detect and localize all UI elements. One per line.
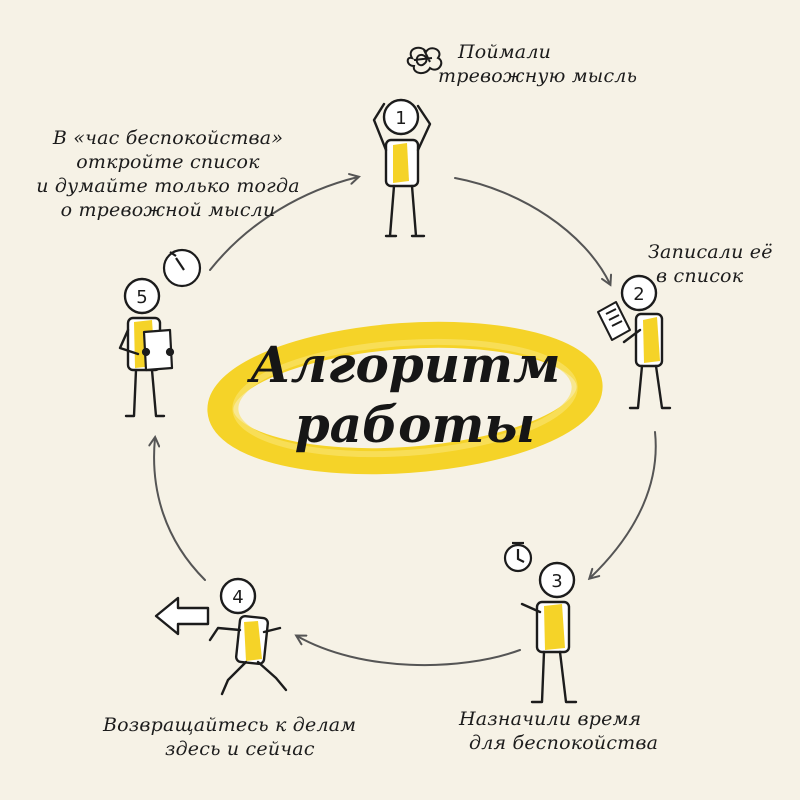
- step-5-caption-line: В «час беспокойства»: [52, 127, 284, 149]
- step-1-caption: Поймали тревожную мысль: [438, 40, 637, 88]
- step-3-caption-line: для беспокойства: [469, 732, 659, 754]
- step-5-caption: В «час беспокойства» откройте список и д…: [18, 126, 318, 222]
- arrow-2-to-3: [590, 431, 657, 578]
- title-oval: [207, 321, 603, 475]
- step-2-caption-line: Записали её: [648, 241, 773, 263]
- arrow-5-to-1: [209, 177, 358, 271]
- left-arrow-icon: [154, 596, 210, 636]
- step-1-number-badge: 1: [395, 108, 406, 129]
- step-5-caption-line: откройте список: [76, 151, 260, 173]
- list-sheet-icon: [597, 301, 631, 341]
- step-3-caption: Назначили время для беспокойства: [459, 707, 658, 755]
- scribble-icon: [406, 46, 443, 74]
- step-3-caption-line: Назначили время: [459, 708, 642, 730]
- clipboard-icon: [141, 328, 175, 372]
- step-1-caption-line: Поймали: [458, 41, 552, 63]
- clock-icon-step-5: [162, 248, 202, 288]
- step-4-caption: Возвращайтесь к делам здесь и сейчас: [103, 713, 356, 761]
- figure-step-1: [372, 98, 432, 238]
- figure-step-2: [620, 274, 672, 410]
- step-5-caption-line: о тревожной мысли: [60, 199, 276, 221]
- arrow-4-to-5: [154, 438, 206, 581]
- figure-step-4: [208, 577, 288, 696]
- title-line-2: работы: [294, 395, 536, 454]
- step-2-number: 2: [633, 284, 644, 305]
- step-3-number: 3: [551, 571, 562, 592]
- title-line-1: Алгоритм: [250, 335, 561, 394]
- clock-icon-step-3: [503, 541, 533, 573]
- step-2-caption: Записали её в список: [648, 240, 773, 288]
- step-4-caption-line: здесь и сейчас: [165, 738, 315, 760]
- step-1-caption-line: тревожную мысль: [438, 65, 638, 87]
- step-4-caption-line: Возвращайтесь к делам: [103, 714, 357, 736]
- figure-step-3: [520, 561, 578, 704]
- step-4-number: 4: [232, 587, 243, 608]
- arrow-1-to-2: [454, 177, 610, 284]
- step-5-number: 5: [136, 287, 147, 308]
- step-5-caption-line: и думайте только тогда: [36, 175, 300, 197]
- diagram-title: Алгоритм работы: [250, 335, 561, 455]
- arrow-3-to-4: [297, 636, 521, 667]
- step-1-number: 1: [395, 108, 406, 129]
- step-2-caption-line: в список: [656, 265, 744, 287]
